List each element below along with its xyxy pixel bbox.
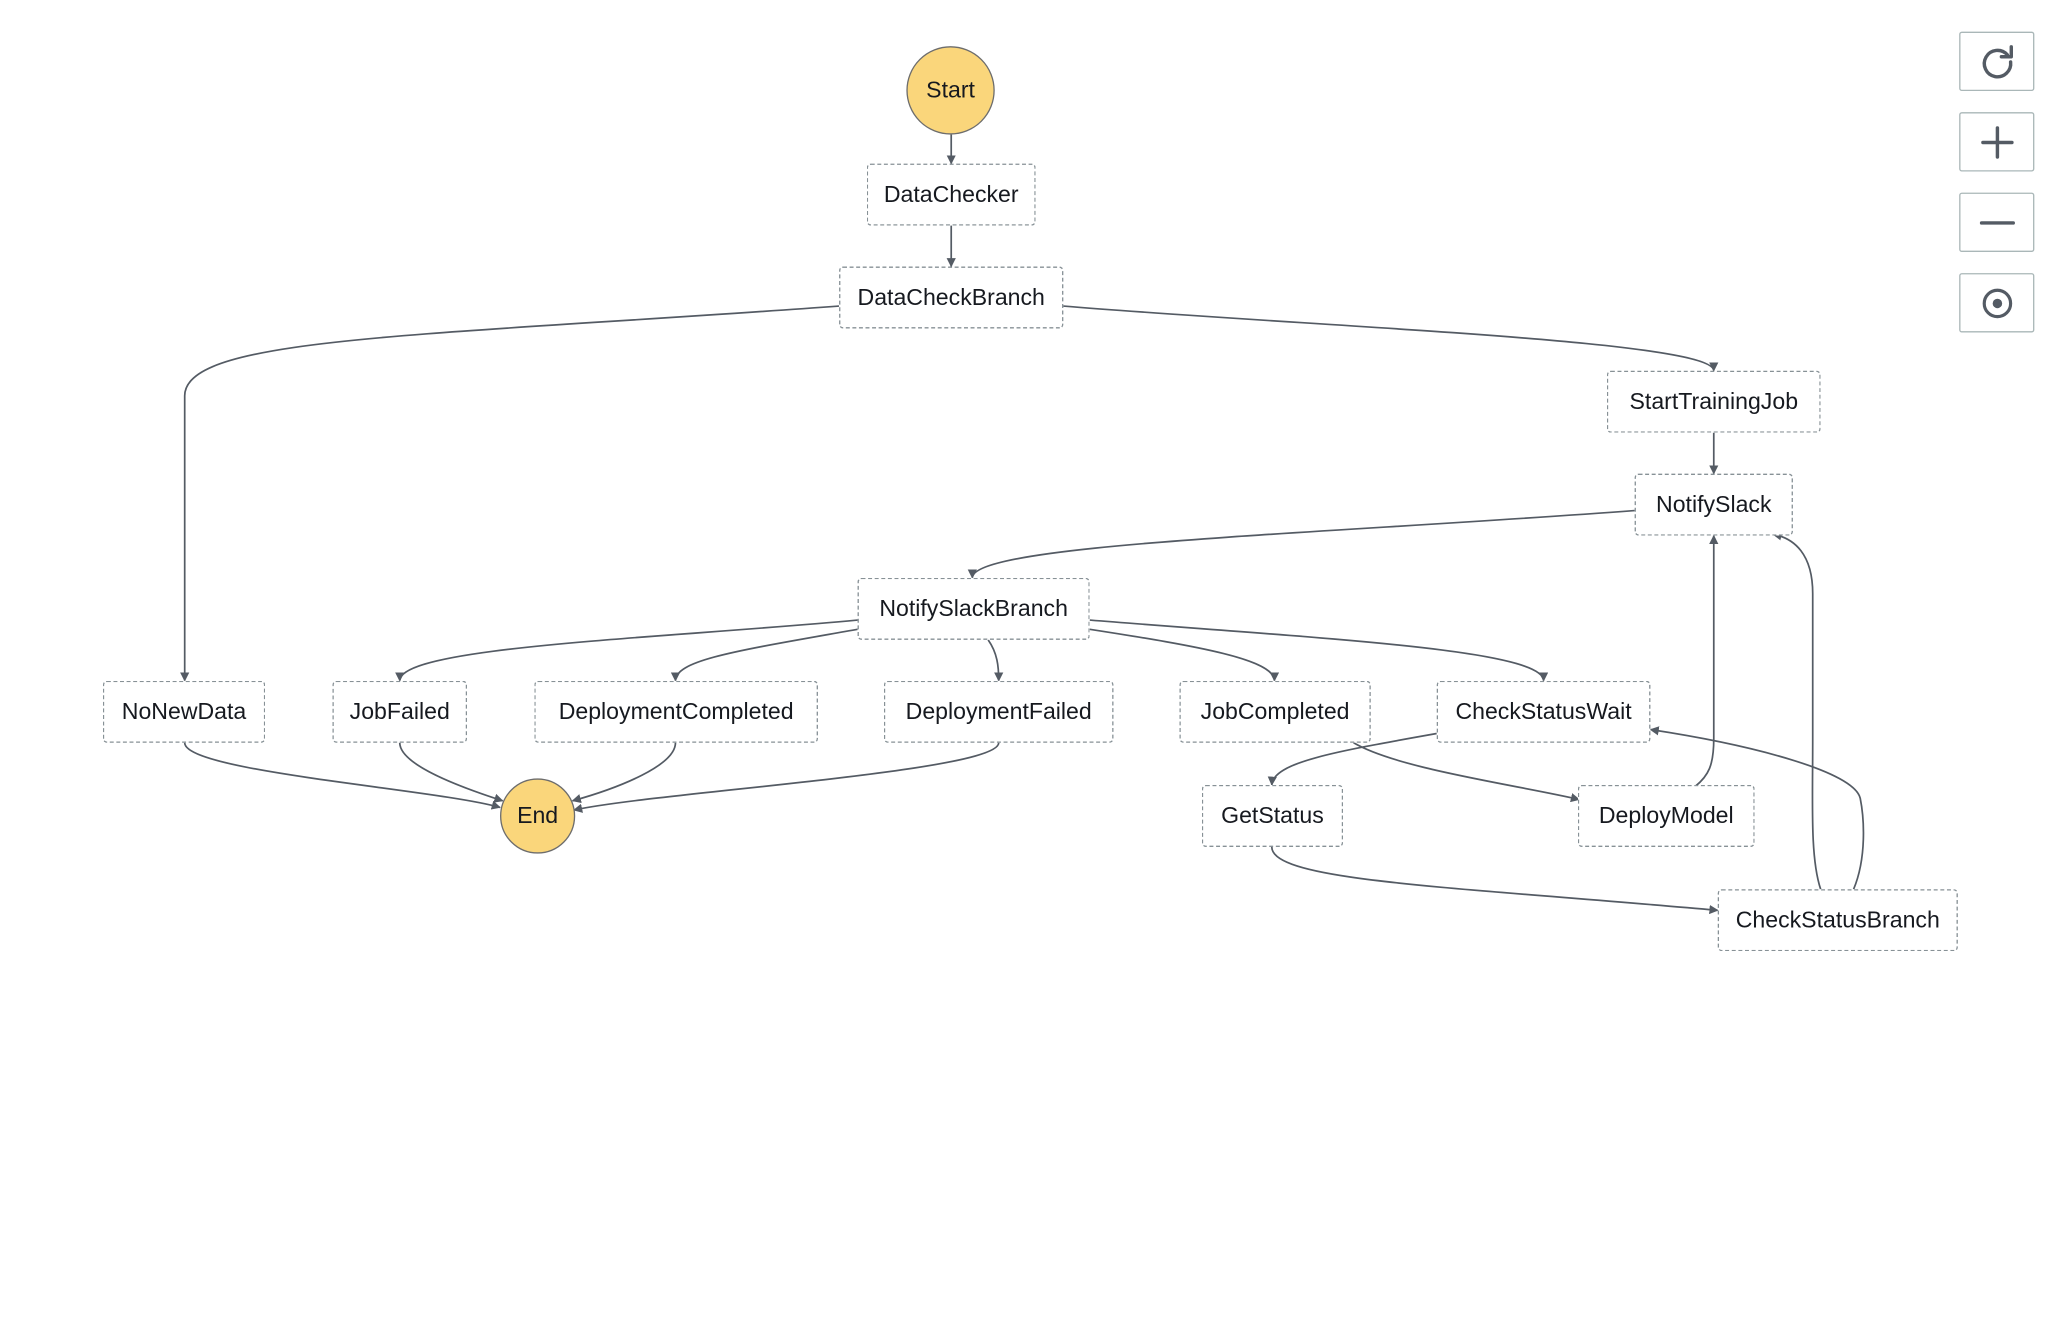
refresh-icon	[1981, 44, 2013, 78]
edge-datacheckbranch-nonewdata	[180, 305, 840, 682]
edge-deploymodel-notifyslack	[1694, 534, 1719, 787]
zoom-in-button[interactable]	[1959, 112, 2035, 172]
edge-notifyslackbranch-checkstatuswait	[1089, 619, 1549, 682]
state-datachecker[interactable]: DataChecker	[866, 163, 1036, 226]
state-checkstatusbranch[interactable]: CheckStatusBranch	[1717, 889, 1958, 952]
minus-icon	[1979, 220, 2015, 225]
state-datacheckbranch[interactable]: DataCheckBranch	[839, 266, 1064, 329]
zoom-out-button[interactable]	[1959, 192, 2035, 252]
start-node[interactable]: Start	[906, 46, 995, 135]
state-deploymentcompleted[interactable]: DeploymentCompleted	[534, 680, 818, 743]
state-jobcompleted[interactable]: JobCompleted	[1179, 680, 1371, 743]
state-deploymentfailed[interactable]: DeploymentFailed	[883, 680, 1114, 743]
state-jobfailed[interactable]: JobFailed	[332, 680, 468, 743]
edge-checkstatuswait-getstatus	[1267, 732, 1437, 786]
edge-deploymentfailed-end	[572, 742, 1000, 813]
edge-jobcompleted-deploymodel	[1353, 742, 1581, 803]
edge-jobfailed-end	[398, 742, 504, 803]
state-starttrainingjob[interactable]: StartTrainingJob	[1606, 370, 1821, 433]
edge-notifyslackbranch-deploymentfailed	[987, 639, 1004, 682]
target-icon	[1981, 288, 2012, 318]
edge-deploymentcompleted-end	[571, 742, 677, 804]
edge-checkstatusbranch-notifyslack	[1772, 531, 1822, 890]
state-getstatus[interactable]: GetStatus	[1201, 784, 1344, 847]
end-node[interactable]: End	[500, 778, 576, 854]
plus-icon	[1980, 125, 2013, 159]
edge-notifyslackbranch-jobcompleted	[1089, 628, 1280, 682]
edge-notifyslack-notifyslackbranch	[967, 509, 1635, 579]
transition-edges	[180, 134, 1865, 915]
edge-nonewdata-end	[183, 742, 501, 810]
edge-notifyslackbranch-deploymentcompleted	[670, 628, 858, 682]
state-notifyslackbranch[interactable]: NotifySlackBranch	[857, 577, 1090, 640]
edge-notifyslackbranch-jobfailed	[395, 619, 858, 682]
edge-datacheckbranch-starttrainingjob	[1063, 305, 1719, 372]
refresh-button[interactable]	[1959, 31, 2035, 92]
state-notifyslack[interactable]: NotifySlack	[1634, 473, 1793, 536]
state-checkstatuswait[interactable]: CheckStatusWait	[1436, 680, 1651, 743]
edge-getstatus-checkstatusbranch	[1270, 846, 1719, 915]
state-deploymodel[interactable]: DeployModel	[1577, 784, 1755, 847]
state-nonewdata[interactable]: NoNewData	[102, 680, 266, 743]
edge-checkstatusbranch-checkstatuswait	[1649, 726, 1865, 890]
center-button[interactable]	[1959, 273, 2035, 333]
